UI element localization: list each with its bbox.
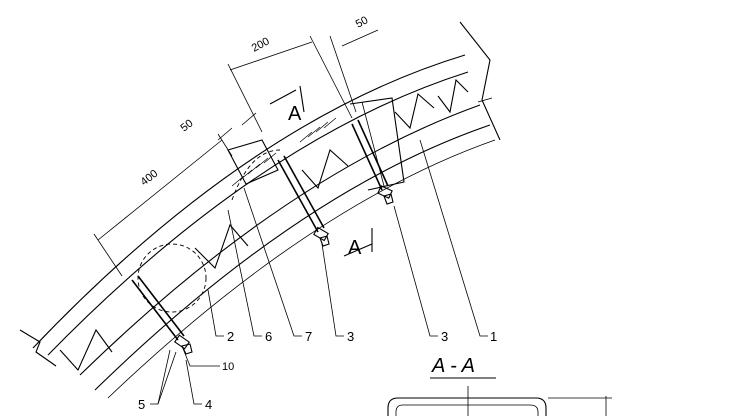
splice-block xyxy=(227,97,405,201)
leader-1-label: 1 xyxy=(490,329,497,344)
section-mark-lower-label: A xyxy=(348,237,362,259)
dim-400-label: 400 xyxy=(138,168,160,189)
dim-50-right-label: 50 xyxy=(354,14,370,30)
leader-5-label: 5 xyxy=(138,397,145,412)
leader-10-label: 10 xyxy=(222,361,234,373)
detail-circle xyxy=(137,243,207,313)
bolt-left xyxy=(131,275,193,355)
truss-diagonals xyxy=(59,78,469,371)
bolt-middle xyxy=(277,155,330,247)
leader-3b-label: 3 xyxy=(441,329,448,344)
bolt-right xyxy=(351,119,394,205)
leader-4-label: 4 xyxy=(205,397,212,412)
section-marker-upper: A xyxy=(269,85,305,125)
section-title: A - A xyxy=(431,355,475,377)
dimension-50-right: 50 xyxy=(329,14,379,113)
section-marker-lower: A xyxy=(343,228,373,259)
dim-50-left-label: 50 xyxy=(178,117,195,134)
section-mark-upper-label: A xyxy=(288,103,302,125)
dimension-200: 200 xyxy=(227,35,353,133)
dim-200-label: 200 xyxy=(250,35,272,54)
dimension-400: 400 xyxy=(93,133,233,277)
leaders: 1 3 3 7 6 2 10 4 5 xyxy=(138,139,497,412)
leader-2-label: 2 xyxy=(227,329,234,344)
section-a-a: A - A xyxy=(387,355,612,416)
leader-6-label: 6 xyxy=(265,329,272,344)
curved-beam xyxy=(19,21,501,399)
dimension-50-left: 50 xyxy=(178,112,257,141)
leader-7-label: 7 xyxy=(305,329,312,344)
leader-3a-label: 3 xyxy=(347,329,354,344)
